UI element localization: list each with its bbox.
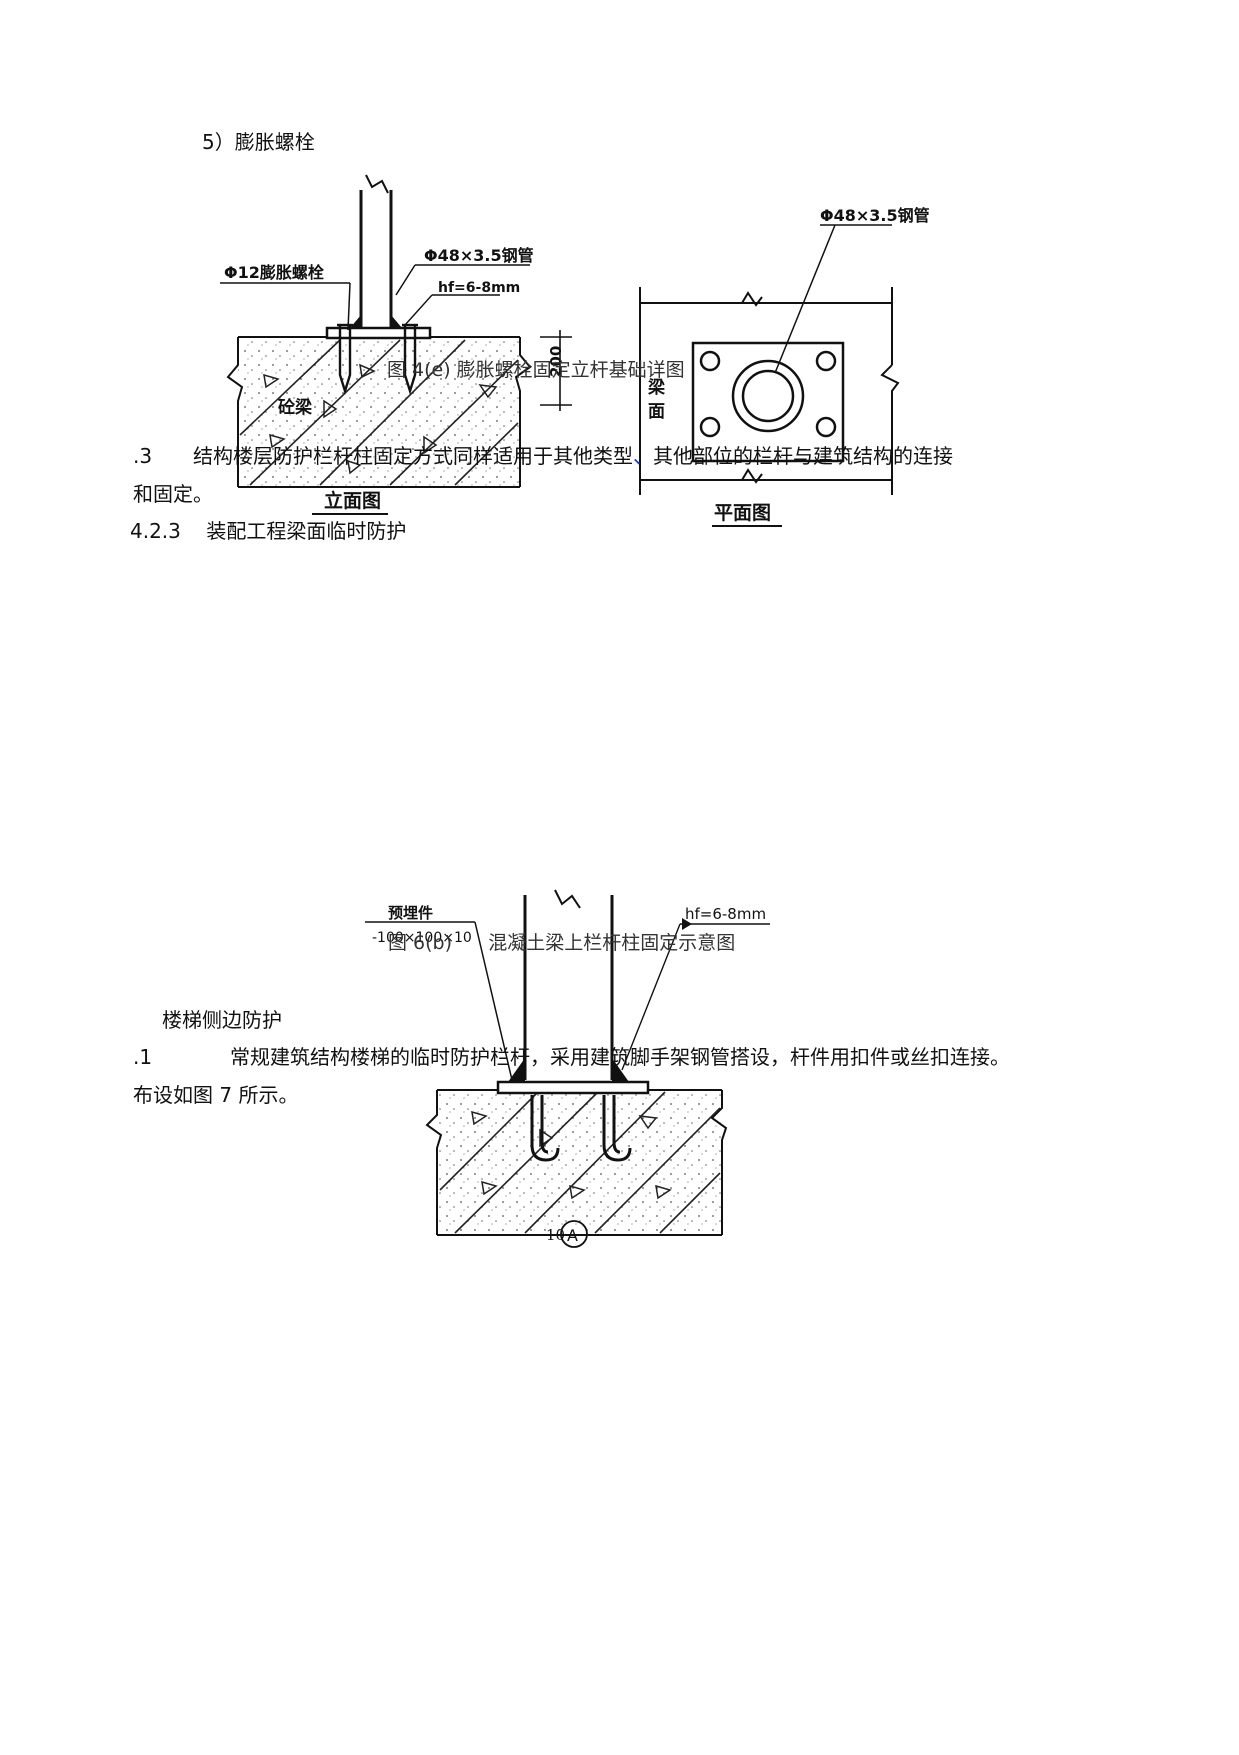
- paragraph-3-number: .3: [133, 444, 153, 468]
- dimension-label: 200: [547, 346, 565, 377]
- figure-4e-elevation: 200 Φ48×3.5钢管 Φ12膨胀螺栓 hf=6-8mm 砼梁 立面图: [220, 174, 572, 515]
- elevation-title: 立面图: [324, 489, 381, 512]
- paragraph-1-text: 常规建筑结构楼梯的临时防护栏杆，采用建筑脚手架钢管搭设，杆件用扣件或丝扣连接。: [230, 1045, 1010, 1069]
- figure-4e-plan: Φ48×3.5钢管 梁 面 平面图: [639, 206, 930, 527]
- paragraph-3-line: 结构楼层防护栏杆柱固定方式同样适用于其他类型、其他部位的栏杆与建筑结构的连接: [193, 444, 953, 468]
- weld-label-2: hf=6-8mm: [685, 905, 766, 923]
- bolt-label: Φ12膨胀螺栓: [224, 263, 325, 282]
- beam-label: 砼梁: [278, 397, 313, 418]
- plan-face-label-1: 梁: [647, 377, 666, 398]
- tube-label: Φ48×3.5钢管: [424, 246, 534, 265]
- plan-tube-label: Φ48×3.5钢管: [820, 206, 930, 225]
- plan-face-label-2: 面: [648, 402, 665, 422]
- page-number: 10: [546, 1226, 566, 1244]
- figure-6b-caption: 图 6(b) 混凝土梁上栏杆柱固定示意图: [388, 932, 736, 954]
- paragraph-3-text-a: 结构楼层防护栏杆柱固定方式同样适用于其他类型: [193, 444, 633, 468]
- plan-title: 平面图: [714, 502, 771, 524]
- paragraph-3-continuation: 和固定。: [133, 482, 213, 506]
- paragraph-1-continuation: 布设如图 7 所示。: [133, 1083, 299, 1107]
- embed-size-label: -100×100×10: [372, 930, 472, 946]
- paragraph-3-text-b: 其他部位的栏杆与建筑结构的连接: [653, 444, 953, 468]
- section-5-heading: 5）膨胀螺栓: [202, 130, 315, 154]
- paragraph-1-number: .1: [133, 1045, 153, 1069]
- figure-4e-caption: 图 4(e) 膨胀螺栓固定立杆基础详图: [387, 359, 685, 381]
- figure-6b-detail: 预埋件 -100×100×10 hf=6-8mm A: [365, 889, 770, 1248]
- stair-protection-heading: 楼梯侧边防护: [162, 1008, 282, 1032]
- weld-label: hf=6-8mm: [438, 280, 520, 296]
- heading-4-2-3: 4.2.3 装配工程梁面临时防护: [130, 519, 407, 543]
- paragraph-3-separator: 、: [633, 444, 653, 468]
- embed-label: 预埋件: [388, 904, 433, 922]
- section-marker: A: [567, 1226, 578, 1245]
